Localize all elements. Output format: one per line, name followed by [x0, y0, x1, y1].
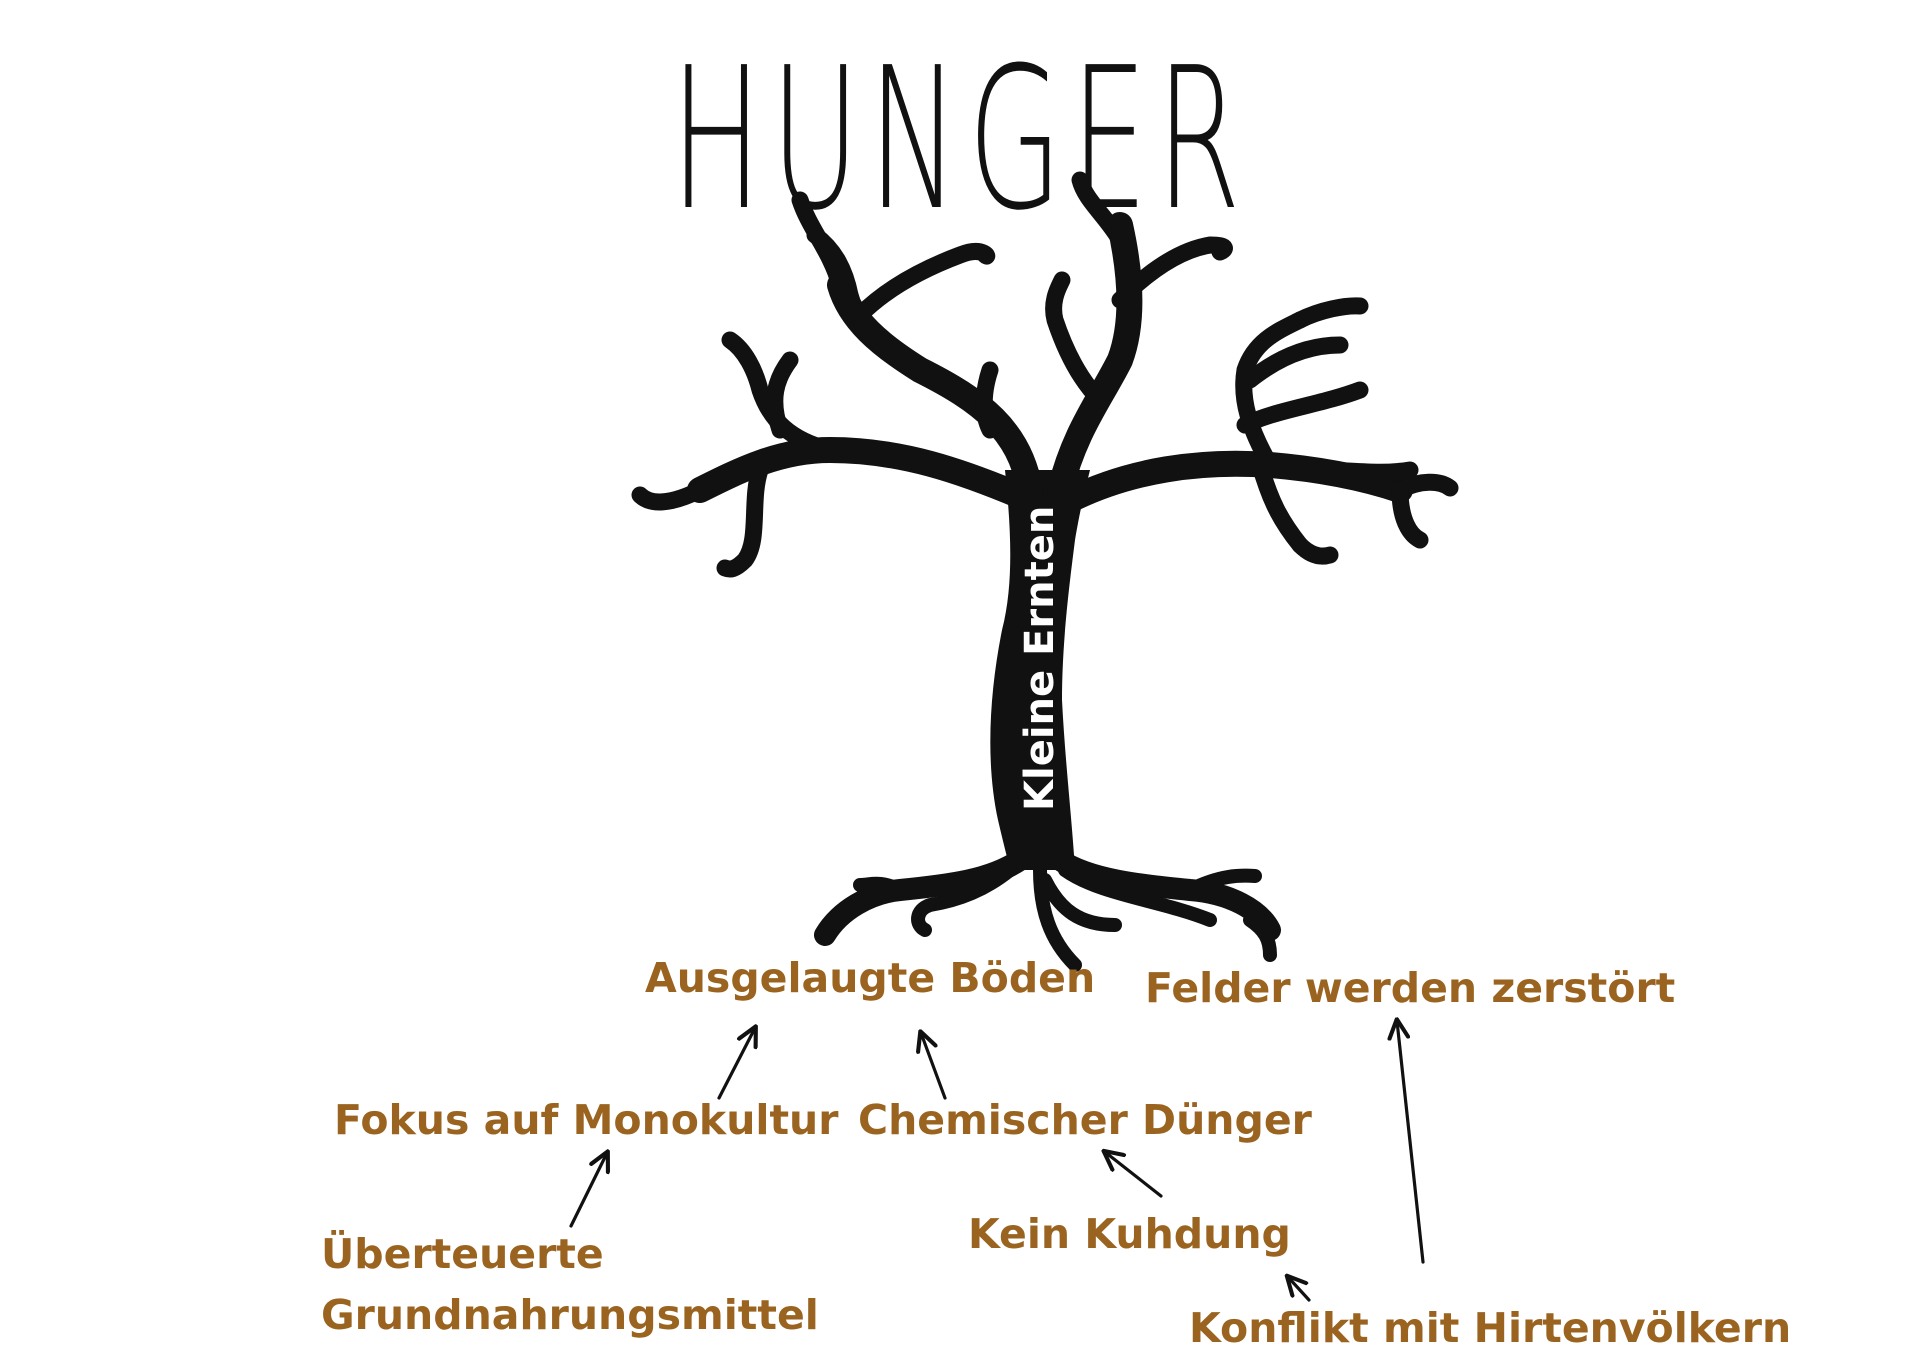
arrow-kuhdung-to-duenger: [1105, 1152, 1163, 1198]
label-konflikt: Konflikt mit Hirtenvölkern: [1189, 1304, 1792, 1352]
arrow-konflikt-to-kuhdung: [1288, 1277, 1311, 1302]
title-container: HUNGER: [0, 20, 1920, 240]
trunk-label: Kleine Ernten: [1017, 505, 1063, 811]
arrows: [569, 1021, 1425, 1302]
tree-icon: [631, 171, 1459, 972]
label-ausgelaugte-boeden: Ausgelaugte Böden: [645, 954, 1096, 1002]
label-kein-kuhdung: Kein Kuhdung: [968, 1210, 1291, 1258]
arrow-ueberteuerte-to-monokultur: [569, 1153, 607, 1228]
arrow-konflikt-to-felder: [1397, 1021, 1425, 1264]
label-felder-zerstoert: Felder werden zerstört: [1145, 964, 1676, 1012]
label-fokus-monokultur: Fokus auf Monokultur: [334, 1096, 839, 1144]
diagram-title: HUNGER: [670, 26, 1250, 254]
arrow-monokultur-to-boeden: [717, 1028, 755, 1100]
arrow-duenger-to-boeden: [921, 1033, 947, 1100]
label-ueberteuerte-line2: Grundnahrungsmittel: [321, 1291, 819, 1339]
label-chemischer-duenger: Chemischer Dünger: [858, 1096, 1312, 1144]
label-ueberteuerte-line1: Überteuerte: [321, 1230, 604, 1278]
